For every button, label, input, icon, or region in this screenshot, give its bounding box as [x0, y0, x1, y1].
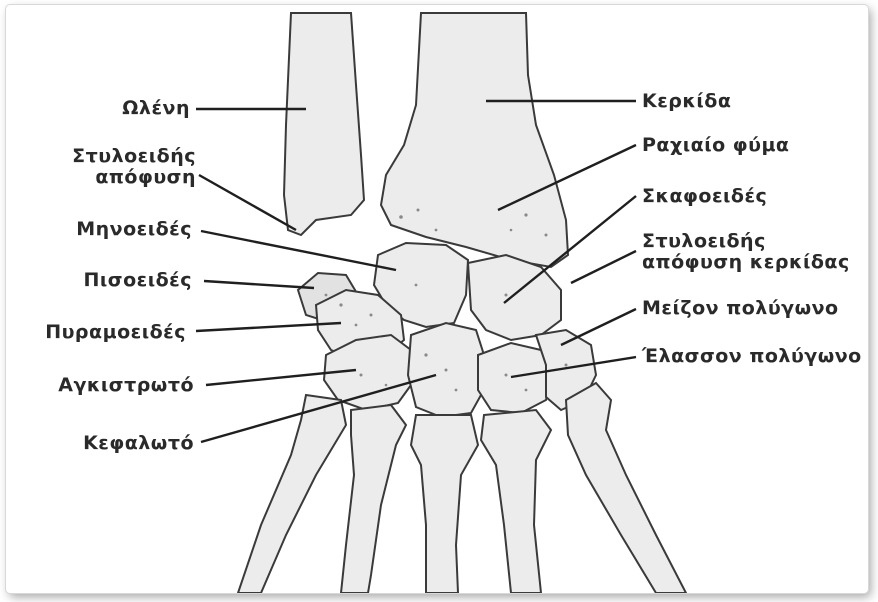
label-ulna: Ωλένη	[122, 97, 190, 119]
metacarpal-5	[238, 395, 346, 593]
label-radial-styloid: Στυλοειδής απόφυση κερκίδας	[642, 231, 850, 273]
label-radial-styloid-line2: απόφυση κερκίδας	[642, 252, 850, 273]
label-pisiform: Πισοειδές	[83, 269, 192, 291]
label-trapezoid: Έλασσον πολύγωνο	[642, 345, 862, 367]
diagram-frame: Ωλένη Στυλοειδής απόφυση Μηνοειδές Πισοε…	[6, 5, 868, 593]
label-triquetrum: Πυραμοειδές	[45, 321, 186, 343]
label-scaphoid: Σκαφοειδές	[642, 185, 767, 207]
label-radial-styloid-line1: Στυλοειδής	[642, 231, 850, 252]
metacarpal-1	[566, 383, 686, 593]
metacarpal-2	[481, 410, 551, 593]
label-trapezium: Μείζον πολύγωνο	[642, 297, 839, 319]
metacarpal-4	[341, 405, 406, 593]
label-dorsal-tubercle: Ραχιαίο φύμα	[642, 134, 790, 156]
label-ulnar-styloid: Στυλοειδής απόφυση	[72, 146, 196, 188]
label-ulnar-styloid-line1: Στυλοειδής	[72, 146, 196, 167]
label-lunate: Μηνοειδές	[76, 218, 192, 240]
label-capitate: Κεφαλωτό	[83, 432, 194, 454]
metacarpal-3	[411, 415, 478, 593]
label-ulnar-styloid-line2: απόφυση	[72, 167, 196, 188]
radius-bone	[381, 13, 568, 267]
label-radius: Κερκίδα	[642, 90, 731, 112]
trapezoid-bone	[478, 343, 551, 413]
ulna-bone	[284, 13, 364, 235]
label-hamate: Αγκιστρωτό	[58, 374, 194, 396]
